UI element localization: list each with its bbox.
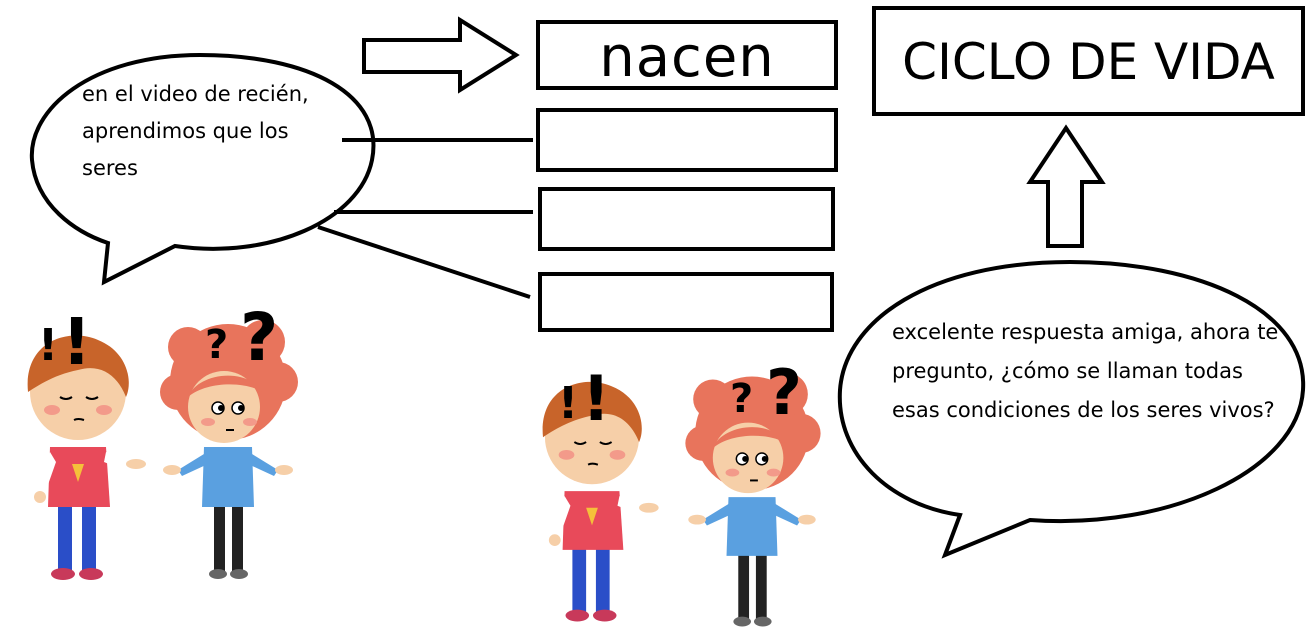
exclamation-mark-left: ! bbox=[38, 320, 58, 371]
exclamation-mark-right: ! bbox=[558, 378, 578, 429]
answer-box-3 bbox=[538, 187, 835, 251]
arrow-right-icon bbox=[362, 16, 520, 94]
title-box-label: CICLO DE VIDA bbox=[902, 33, 1275, 91]
title-box: CICLO DE VIDA bbox=[872, 6, 1305, 116]
answer-box-1-label: nacen bbox=[599, 25, 775, 90]
speech-bubble-right-text: excelente respuesta amiga, ahora te preg… bbox=[892, 320, 1279, 422]
question-mark-left: ? bbox=[205, 322, 228, 368]
exclamation-mark-left-big: ! bbox=[62, 306, 91, 380]
answer-box-2 bbox=[536, 108, 838, 172]
speech-bubble-right bbox=[837, 259, 1306, 559]
exclamation-mark-right-big: ! bbox=[582, 362, 610, 435]
arrow-up-icon bbox=[1026, 124, 1106, 248]
question-mark-right-big: ? bbox=[766, 356, 802, 429]
speech-bubble-left bbox=[29, 52, 376, 286]
question-mark-right: ? bbox=[730, 376, 753, 422]
connector-line bbox=[317, 225, 531, 299]
question-mark-left-big: ? bbox=[240, 299, 278, 376]
answer-box-4 bbox=[538, 272, 834, 332]
answer-box-1: nacen bbox=[536, 20, 838, 90]
speech-bubble-left-text: en el video de recién, aprendimos que lo… bbox=[82, 82, 309, 180]
